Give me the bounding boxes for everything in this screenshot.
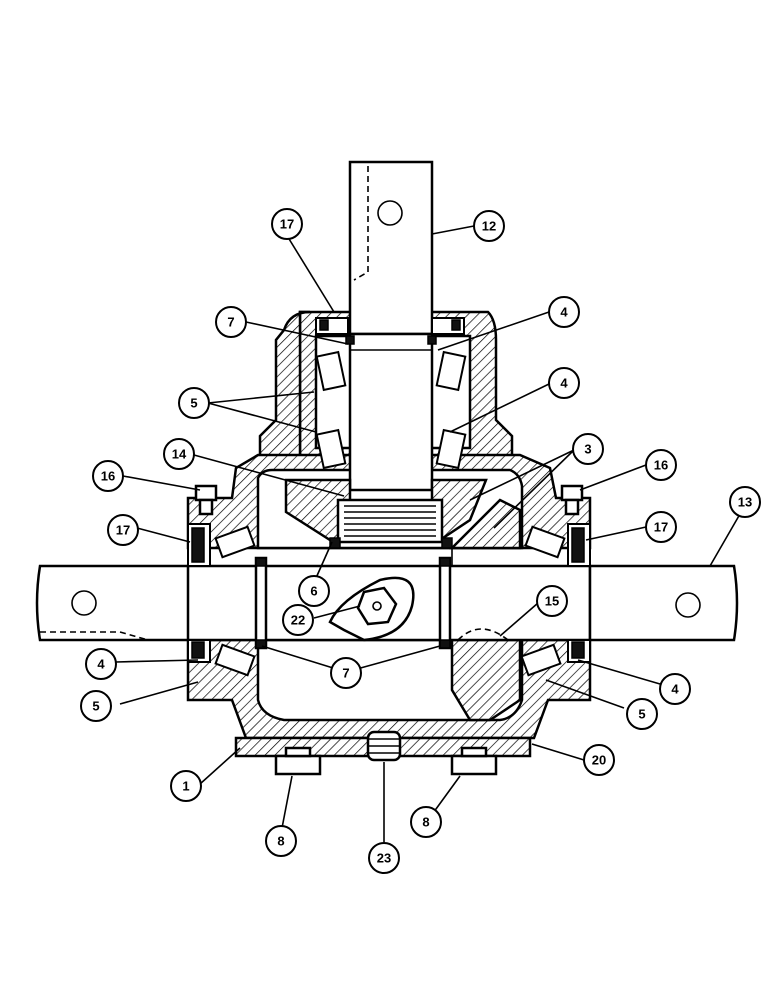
bolt-right — [450, 754, 498, 776]
svg-text:8: 8 — [422, 815, 429, 830]
callout-17-top: 17 — [271, 208, 303, 240]
side-bearings — [187, 484, 591, 677]
svg-text:16: 16 — [101, 469, 115, 484]
svg-text:13: 13 — [738, 495, 752, 510]
svg-text:20: 20 — [592, 753, 606, 768]
svg-text:17: 17 — [654, 520, 668, 535]
svg-text:8: 8 — [277, 834, 284, 849]
svg-text:5: 5 — [190, 396, 197, 411]
svg-text:4: 4 — [671, 682, 679, 697]
callout-3: 3 — [572, 433, 604, 465]
right-pin-hole — [675, 592, 701, 618]
svg-text:3: 3 — [584, 442, 591, 457]
svg-text:15: 15 — [545, 594, 559, 609]
callout-5-right: 5 — [626, 698, 658, 730]
hex-plug — [356, 586, 398, 626]
ring-gear — [448, 498, 522, 722]
input-shaft — [348, 160, 434, 492]
callout-6: 6 — [298, 575, 330, 607]
callout-4-upper: 4 — [548, 296, 580, 328]
left-pin-hole — [71, 590, 97, 616]
svg-text:5: 5 — [92, 699, 99, 714]
callout-4-left: 4 — [85, 648, 117, 680]
callout-17-left: 17 — [107, 514, 139, 546]
callout-20: 20 — [583, 744, 615, 776]
callout-4-right: 4 — [659, 673, 691, 705]
callout-8-right: 8 — [410, 806, 442, 838]
callout-8-left: 8 — [265, 825, 297, 857]
callout-5-upper: 5 — [178, 387, 210, 419]
callout-23: 23 — [368, 842, 400, 874]
callout-16-left: 16 — [92, 460, 124, 492]
callout-17-right: 17 — [645, 511, 677, 543]
callout-12: 12 — [473, 210, 505, 242]
svg-text:5: 5 — [638, 707, 645, 722]
svg-text:7: 7 — [342, 666, 349, 681]
callout-16-right: 16 — [645, 449, 677, 481]
upper-bearings — [315, 317, 467, 470]
callout-22: 22 — [282, 604, 314, 636]
callout-15: 15 — [536, 585, 568, 617]
svg-text:17: 17 — [280, 217, 294, 232]
leader-lines — [115, 225, 741, 842]
svg-text:4: 4 — [560, 376, 568, 391]
bolt-left — [274, 754, 322, 776]
svg-text:4: 4 — [560, 305, 568, 320]
callout-5-left: 5 — [80, 690, 112, 722]
svg-text:14: 14 — [172, 447, 187, 462]
svg-text:6: 6 — [310, 584, 317, 599]
output-shaft — [35, 556, 739, 650]
callout-14: 14 — [163, 438, 195, 470]
svg-text:23: 23 — [377, 851, 391, 866]
callout-13: 13 — [729, 486, 761, 518]
callout-4-mid: 4 — [548, 367, 580, 399]
pinion-gear — [284, 478, 488, 549]
callout-1: 1 — [170, 770, 202, 802]
svg-text:17: 17 — [116, 523, 130, 538]
callout-7-lower: 7 — [330, 657, 362, 689]
svg-text:4: 4 — [97, 657, 105, 672]
svg-text:22: 22 — [291, 613, 305, 628]
svg-text:12: 12 — [482, 219, 496, 234]
svg-text:1: 1 — [182, 779, 189, 794]
svg-text:16: 16 — [654, 458, 668, 473]
shaft-pin-hole — [377, 200, 403, 226]
bottom-cover — [234, 730, 532, 776]
callout-7-upper: 7 — [215, 306, 247, 338]
svg-text:7: 7 — [227, 315, 234, 330]
